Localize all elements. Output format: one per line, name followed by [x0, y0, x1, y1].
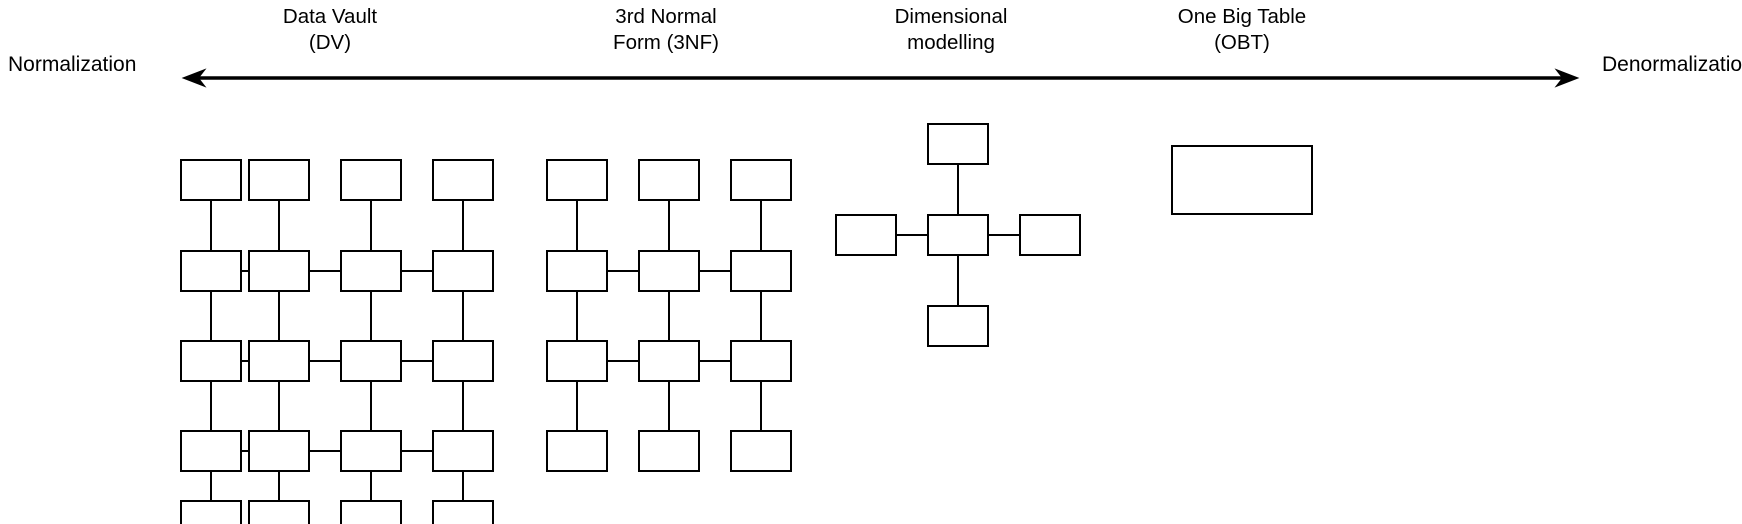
relationship-line-horizontal [242, 269, 248, 273]
relationship-line-horizontal [242, 449, 248, 453]
relationship-line-vertical [575, 201, 579, 250]
relationship-line-vertical [956, 165, 960, 214]
tnf-entity-box [546, 430, 608, 472]
relationship-line-vertical [369, 382, 373, 430]
dm-dimension-box-right [1019, 214, 1081, 256]
stage-label-data-vault: Data Vault (DV) [282, 5, 378, 54]
relationship-line-vertical [759, 292, 763, 340]
relationship-line-vertical [209, 292, 213, 340]
dv-entity-box [340, 430, 402, 472]
relationship-line-vertical [759, 382, 763, 430]
dv-entity-box [432, 159, 494, 201]
dv-entity-box [432, 430, 494, 472]
relationship-line-vertical [575, 292, 579, 340]
dv-entity-box [432, 250, 494, 292]
dv-entity-box [180, 500, 242, 524]
dm-dimension-box-left [835, 214, 897, 256]
relationship-line-horizontal [989, 233, 1019, 237]
dv-entity-box [180, 430, 242, 472]
stage-label-one-big-table: One Big Table (OBT) [1177, 5, 1307, 54]
tnf-entity-box [546, 250, 608, 292]
dv-entity-box [248, 250, 310, 292]
relationship-line-vertical [956, 256, 960, 305]
relationship-line-horizontal [402, 269, 432, 273]
relationship-line-vertical [277, 201, 281, 250]
relationship-line-vertical [461, 472, 465, 500]
dv-entity-box [248, 500, 310, 524]
tnf-entity-box [730, 250, 792, 292]
relationship-line-vertical [667, 201, 671, 250]
relationship-line-vertical [369, 292, 373, 340]
relationship-line-vertical [209, 382, 213, 430]
tnf-entity-box [638, 250, 700, 292]
relationship-line-vertical [277, 292, 281, 340]
relationship-line-horizontal [700, 269, 730, 273]
relationship-line-vertical [209, 472, 213, 500]
dm-dimension-box-bottom [927, 305, 989, 347]
relationship-line-horizontal [608, 269, 638, 273]
dv-entity-box [248, 340, 310, 382]
stage-label-dimensional-modelling: Dimensional modelling [894, 5, 1008, 54]
tnf-entity-box [730, 340, 792, 382]
tnf-entity-box [638, 159, 700, 201]
relationship-line-vertical [277, 382, 281, 430]
dv-entity-box [340, 250, 402, 292]
dv-entity-box [432, 500, 494, 524]
relationship-line-horizontal [310, 269, 340, 273]
tnf-entity-box [546, 340, 608, 382]
dv-entity-box [180, 340, 242, 382]
relationship-line-vertical [461, 201, 465, 250]
relationship-line-horizontal [310, 449, 340, 453]
relationship-line-horizontal [608, 359, 638, 363]
dv-entity-box [340, 340, 402, 382]
axis-label-denormalization: Denormalization [1602, 53, 1742, 76]
tnf-entity-box [638, 430, 700, 472]
relationship-line-horizontal [897, 233, 927, 237]
relationship-line-vertical [369, 472, 373, 500]
relationship-line-vertical [277, 472, 281, 500]
obt-single-table-box [1171, 145, 1313, 215]
relationship-line-vertical [759, 201, 763, 250]
tnf-entity-box [730, 430, 792, 472]
relationship-line-vertical [209, 201, 213, 250]
relationship-line-vertical [461, 382, 465, 430]
tnf-entity-box [546, 159, 608, 201]
axis-label-normalization: Normalization [8, 53, 137, 76]
relationship-line-horizontal [402, 449, 432, 453]
dv-entity-box [248, 159, 310, 201]
relationship-line-horizontal [242, 359, 248, 363]
dm-fact-box [927, 214, 989, 256]
stage-label-third-normal-form: 3rd Normal Form (3NF) [613, 5, 719, 54]
relationship-line-vertical [667, 382, 671, 430]
dv-entity-box [340, 159, 402, 201]
dv-entity-box [432, 340, 494, 382]
relationship-line-vertical [461, 292, 465, 340]
dm-dimension-box-top [927, 123, 989, 165]
relationship-line-vertical [369, 201, 373, 250]
relationship-line-horizontal [700, 359, 730, 363]
relationship-line-horizontal [310, 359, 340, 363]
dv-entity-box [180, 159, 242, 201]
relationship-line-vertical [575, 382, 579, 430]
relationship-line-vertical [667, 292, 671, 340]
tnf-entity-box [638, 340, 700, 382]
dv-entity-box [248, 430, 310, 472]
dv-entity-box [180, 250, 242, 292]
tnf-entity-box [730, 159, 792, 201]
relationship-line-horizontal [402, 359, 432, 363]
dv-entity-box [340, 500, 402, 524]
